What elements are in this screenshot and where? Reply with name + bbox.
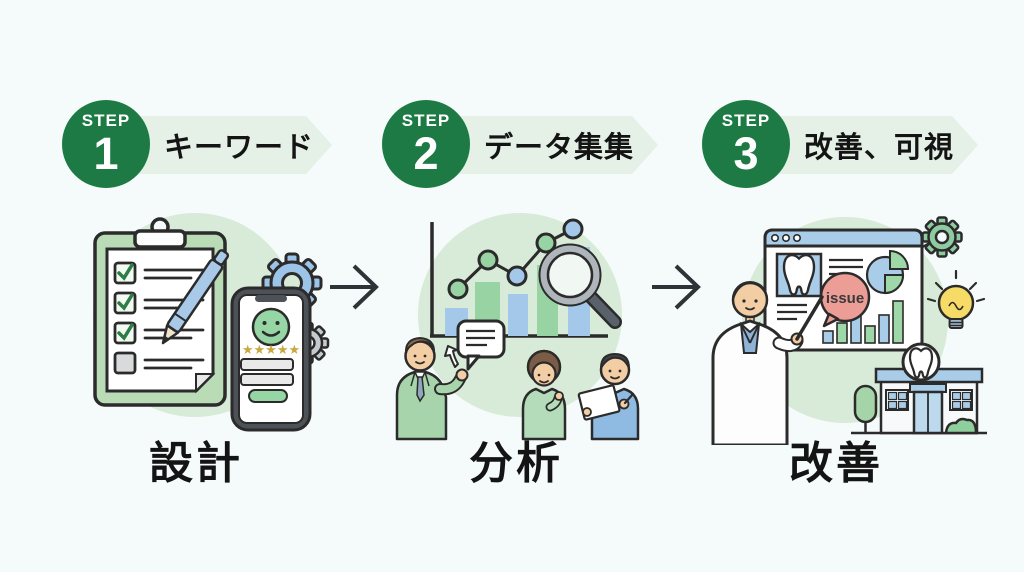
flow-arrow-icon [652,264,701,310]
pen-icon [161,249,230,345]
tree [853,384,878,424]
window-left [885,389,909,411]
step-1-badge: STEP 1 [62,100,150,188]
clinic-building [851,342,987,435]
step-3-section: 改善、可視 STEP 3 [680,0,992,572]
step-1-title: キーワード [164,132,315,164]
analysis-illustration [395,213,640,441]
step-3-badge: STEP 3 [702,100,790,188]
step-1-badge-number: 1 [93,128,119,179]
rating-stars: ★★★★★ [242,342,300,357]
magnifier-icon [538,243,622,329]
step-3-title: 改善、可視 [804,132,955,164]
submit-pill-button [248,389,288,403]
issue-label: issue [826,290,864,307]
window-dot-icon [771,233,780,242]
step-2-badge-number: 2 [413,128,439,179]
pie-chart [865,249,910,295]
step-3-caption: 改善 [789,439,883,488]
speech-bubble [456,319,506,371]
step-2-title: データ集集 [484,132,635,164]
step-3-badge-number: 3 [733,128,759,179]
improvement-illustration: issue [711,216,987,445]
pointer-stick [795,295,824,341]
dashboard-window: issue [763,228,924,352]
step-2-badge: STEP 2 [382,100,470,188]
step-2-badge-word: STEP [401,111,451,130]
step-1-badge-word: STEP [81,111,131,130]
step-1-section: キーワード STEP 1 [40,0,352,572]
step-1-caption: 設計 [149,439,243,488]
tooth-icon [782,253,816,296]
step-2-caption: 分析 [469,439,563,488]
step-3-badge-word: STEP [721,111,771,130]
clipboard-checklist [93,217,227,407]
person-listener [521,349,567,441]
step-2-section: データ集集 STEP 2 [360,0,672,572]
lightbulb-icon [926,269,986,329]
window-dot-icon [782,233,791,242]
mini-bar-chart [822,300,904,344]
smiley-icon [251,307,291,347]
doodle-arrow-icon [444,345,459,368]
survey-phone: ★★★★★ [230,286,312,432]
design-illustration: ★★★★★ [93,213,330,432]
gear-icon [921,216,963,258]
doctor [711,281,824,445]
window-dot-icon [793,233,802,242]
person-presenter [395,337,469,441]
person-notetaker [577,353,640,441]
tooth-icon [908,347,934,379]
flow-arrow-icon [330,264,379,310]
bush [944,417,978,435]
window-right [949,389,973,411]
